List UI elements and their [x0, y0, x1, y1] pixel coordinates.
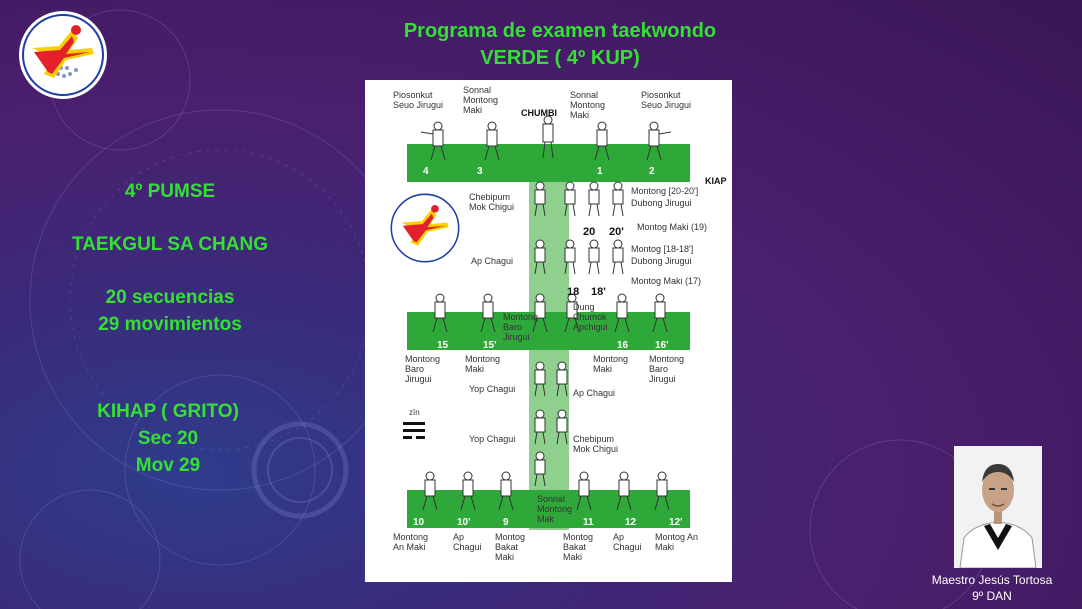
number-10-prime: 10' — [457, 517, 471, 528]
figure — [484, 121, 500, 161]
number-10: 10 — [413, 517, 425, 528]
label-ap-chagui-2: Ap Chagui — [573, 388, 616, 398]
figure — [542, 115, 554, 159]
kihap-label: KIHAP ( GRITO) — [97, 401, 239, 422]
label-bottom-6: Montog An Maki — [655, 532, 699, 552]
top-band — [407, 144, 690, 182]
pumse-number: 4º PUMSE — [124, 181, 216, 202]
label-top-5: Piosonkut Seuo Jirugui — [641, 90, 692, 110]
label-mid-right-2: Montong Baro Jirugui — [649, 354, 685, 384]
label-chebipum-2: Chebipum Mok Chigui — [573, 434, 619, 454]
label-yop-chagui-1: Yop Chagui — [469, 384, 516, 394]
number-3: 3 — [477, 166, 483, 177]
middle-band — [407, 312, 690, 350]
number-20: 20 — [583, 226, 596, 238]
master-caption: Maestro Jesús Tortosa 9º DAN — [912, 572, 1072, 604]
label-mid-center-2: Dung Chumok Apchigui — [573, 302, 608, 332]
number-20-prime: 20' — [609, 226, 624, 238]
number-9: 9 — [503, 517, 509, 528]
number-18-prime: 18' — [591, 286, 606, 298]
label-bottom-1: Montong An Maki — [393, 532, 429, 552]
number-15-prime: 15' — [483, 340, 497, 351]
figure — [594, 121, 610, 161]
label-chumbi: CHUMBI — [521, 108, 557, 118]
pumse-name: TAEKGUL SA CHANG — [72, 234, 268, 255]
number-12: 12 — [625, 517, 637, 528]
master-name: Maestro Jesús Tortosa — [931, 573, 1053, 587]
label-bottom-3: Montog Bakat Maki — [495, 532, 526, 562]
label-top-2: Sonnal Montong Maki — [463, 85, 499, 115]
title-line-1: Programa de examen taekwondo — [403, 20, 717, 42]
master-rank: 9º DAN — [972, 589, 1012, 603]
sequences-count: 20 secuencias — [105, 287, 235, 308]
master-portrait — [954, 446, 1042, 569]
number-2: 2 — [649, 166, 655, 177]
figure — [420, 121, 446, 161]
label-right-5: Dubong Jirugui — [631, 256, 692, 266]
number-16: 16 — [617, 340, 629, 351]
club-logo — [19, 11, 107, 99]
diagram-club-logo — [390, 193, 460, 263]
number-1: 1 — [597, 166, 603, 177]
label-bottom-2: Ap Chagui — [453, 532, 482, 552]
label-left-chebipum: Chebipum Mok Chigui — [469, 192, 515, 212]
label-bottom-4: Montog Bakat Maki — [563, 532, 594, 562]
label-bottom-center: Sonnal Montong Mak — [537, 494, 573, 524]
title-line-2: VERDE ( 4º KUP) — [480, 47, 640, 69]
label-mid-left-1: Montong Baro Jirugui — [405, 354, 441, 384]
kihap-sequence: Sec 20 — [137, 428, 199, 449]
label-right-6: Montog Maki (17) — [631, 276, 702, 286]
label-top-1: Piosonkut Seuo Jirugui — [393, 90, 444, 110]
figure — [646, 121, 672, 161]
pumse-info: 4º PUMSE TAEKGUL SA CHANG 20 secuencias … — [40, 178, 300, 338]
label-mid-center-1: Montong Baro Jirugui — [503, 312, 539, 342]
label-mid-left-2: Montong Maki — [465, 354, 501, 374]
number-12-prime: 12' — [669, 517, 683, 528]
symbol-label: zīn — [409, 408, 420, 417]
movements-count: 29 movimientos — [98, 314, 242, 335]
trigram-symbol — [403, 422, 425, 439]
figure-drawings — [403, 115, 672, 511]
kihap-movement: Mov 29 — [135, 455, 201, 476]
label-right-1: Montong [20-20'] — [631, 186, 699, 196]
label-kiap: KIAP — [705, 176, 727, 186]
label-right-3: Montog Maki (19) — [637, 222, 708, 232]
master-photo — [954, 446, 1042, 569]
kihap-info: KIHAP ( GRITO) Sec 20 Mov 29 — [78, 398, 258, 479]
number-11: 11 — [583, 517, 594, 528]
number-16-prime: 16' — [655, 340, 669, 351]
number-15: 15 — [437, 340, 449, 351]
number-18: 18 — [567, 286, 580, 298]
label-top-4: Sonnal Montong Maki — [570, 90, 606, 120]
pumse-diagram: Piosonkut Seuo Jirugui Sonnal Montong Ma… — [365, 80, 732, 582]
label-bottom-5: Ap Chagui — [613, 532, 642, 552]
slide-title: Programa de examen taekwondo VERDE ( 4º … — [360, 18, 760, 72]
label-yop-chagui-2: Yop Chagui — [469, 434, 516, 444]
label-mid-right-1: Montong Maki — [593, 354, 629, 374]
number-4: 4 — [423, 166, 429, 177]
label-right-2: Dubong Jirugui — [631, 198, 692, 208]
bottom-band — [407, 490, 690, 528]
label-right-4: Montog [18-18'] — [631, 244, 694, 254]
label-left-ap-chagui: Ap Chagui — [471, 256, 514, 266]
